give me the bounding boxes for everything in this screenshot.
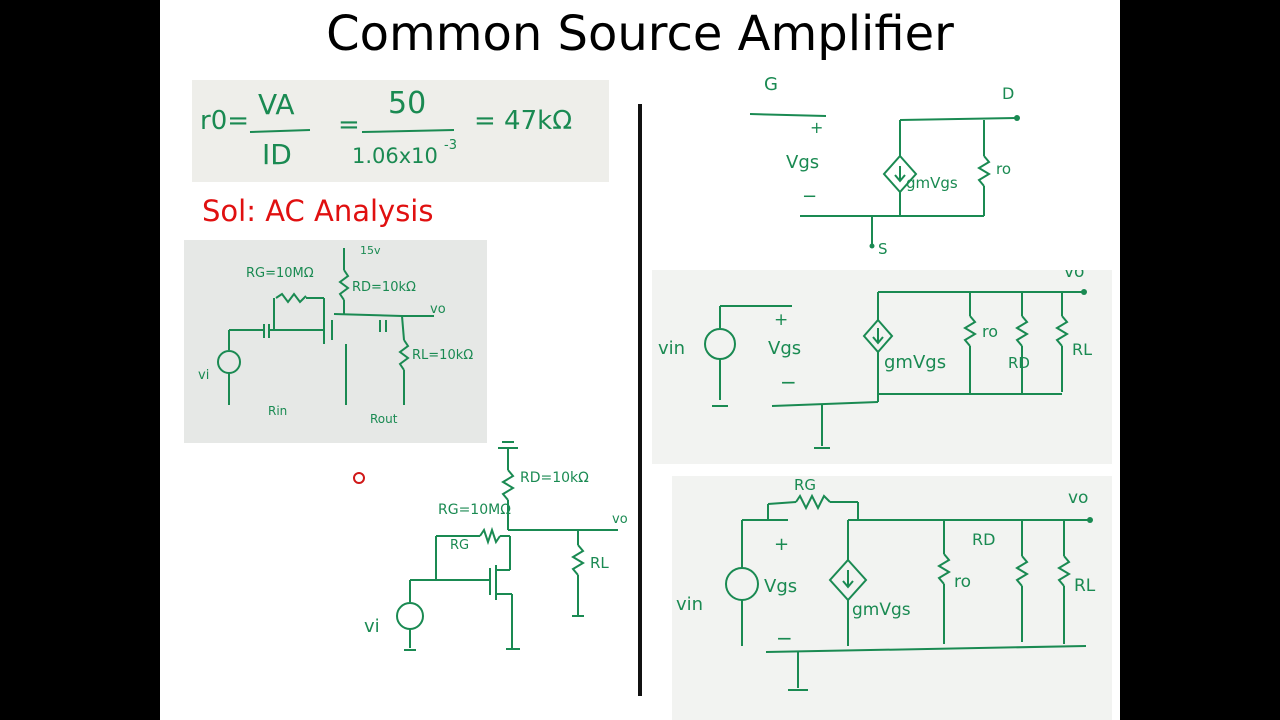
redrawn-rg-label: RG	[450, 538, 470, 553]
orig-rd-label: RD=10kΩ	[352, 280, 416, 295]
ac1-vgs-label: Vgs	[768, 338, 802, 359]
ac-equivalent-2-photo: RG vo + vin Vgs − gmVgs ro RD RL	[672, 476, 1112, 720]
redrawn-rd-label: RD=10kΩ	[520, 470, 589, 486]
ac2-vo-label: vo	[1068, 488, 1089, 508]
ac1-plus-label: +	[774, 310, 789, 330]
ssm-g-label: G	[764, 74, 778, 95]
solution-heading: Sol: AC Analysis	[202, 194, 434, 228]
orig-rg-label: RG=10MΩ	[246, 266, 314, 281]
ssm-ro-label: ro	[996, 160, 1012, 178]
small-signal-wires	[749, 113, 1020, 249]
eq-value-denominator: 1.06x10	[352, 144, 438, 168]
ssm-plus-label: +	[810, 118, 824, 137]
eq-fraction-bars	[249, 129, 455, 133]
pointer-dot	[353, 472, 365, 484]
ac1-minus-label: −	[780, 370, 797, 394]
ac2-wires	[725, 493, 1093, 691]
redrawn-rg-top-label: RG=10MΩ	[438, 502, 511, 518]
ac-equivalent-1-photo: vo + vin Vgs − gmVgs ro RD RL	[652, 270, 1112, 464]
ssm-d-label: D	[1002, 84, 1015, 103]
ac1-rd-label: RD	[1008, 354, 1030, 372]
original-circuit-photo: 15v RG=10MΩ RD=10kΩ vo RL=10kΩ vi Rin Ro…	[184, 240, 487, 443]
ac2-ro-label: ro	[954, 572, 972, 592]
orig-rout-label: Rout	[370, 412, 398, 426]
ac2-rl-label: RL	[1074, 576, 1096, 596]
equation-photo: r0= VA ID = 50 1.06x10 -3 = 47kΩ	[192, 80, 609, 182]
orig-rl-label: RL=10kΩ	[412, 348, 474, 363]
slide: Common Source Amplifier r0= VA ID = 50 1…	[160, 0, 1120, 720]
redrawn-circuit-wires	[396, 441, 618, 651]
orig-rin-label: Rin	[268, 404, 288, 418]
ssm-s-label: S	[878, 240, 888, 258]
redrawn-vi-label: vi	[364, 616, 380, 637]
ac2-rd-label: RD	[972, 530, 996, 549]
ssm-vgs-label: Vgs	[786, 152, 820, 173]
ac2-vgs-label: Vgs	[764, 576, 798, 597]
original-circuit-wires	[217, 248, 434, 405]
ac1-vo-label: vo	[1064, 270, 1085, 282]
orig-vo-label: vo	[430, 302, 446, 317]
small-signal-model: G D + Vgs − gmVgs ro S	[740, 74, 1050, 264]
redrawn-rl-label: RL	[590, 554, 609, 572]
ac1-wires	[704, 289, 1087, 449]
ac1-ro-label: ro	[982, 322, 999, 341]
eq-value-exponent: -3	[444, 138, 457, 153]
vertical-divider	[638, 104, 642, 696]
eq-result: = 47kΩ	[474, 106, 573, 136]
ssm-minus-label: −	[802, 186, 818, 207]
ac2-rg-label: RG	[794, 476, 817, 494]
orig-supply-label: 15v	[360, 244, 381, 257]
slide-title: Common Source Amplifier	[326, 6, 954, 62]
ac1-gm-label: gmVgs	[884, 352, 947, 373]
ac2-vin-label: vin	[676, 594, 704, 615]
ac2-plus-label: +	[774, 534, 790, 555]
eq-value-numerator: 50	[388, 86, 427, 121]
eq-lhs: r0=	[200, 106, 250, 136]
eq-denominator: ID	[262, 138, 292, 171]
redrawn-circuit: RD=10kΩ RG=10MΩ RG vo RL vi	[350, 430, 650, 660]
ac2-gm-label: gmVgs	[852, 600, 911, 620]
ssm-gm-label: gmVgs	[906, 174, 958, 192]
orig-vi-label: vi	[198, 368, 210, 383]
ac1-rl-label: RL	[1072, 340, 1093, 359]
redrawn-vo-label: vo	[612, 512, 628, 527]
ac2-minus-label: −	[776, 626, 793, 650]
eq-numerator: VA	[258, 88, 295, 121]
ac1-vin-label: vin	[658, 338, 686, 359]
eq-equals: =	[338, 110, 360, 140]
